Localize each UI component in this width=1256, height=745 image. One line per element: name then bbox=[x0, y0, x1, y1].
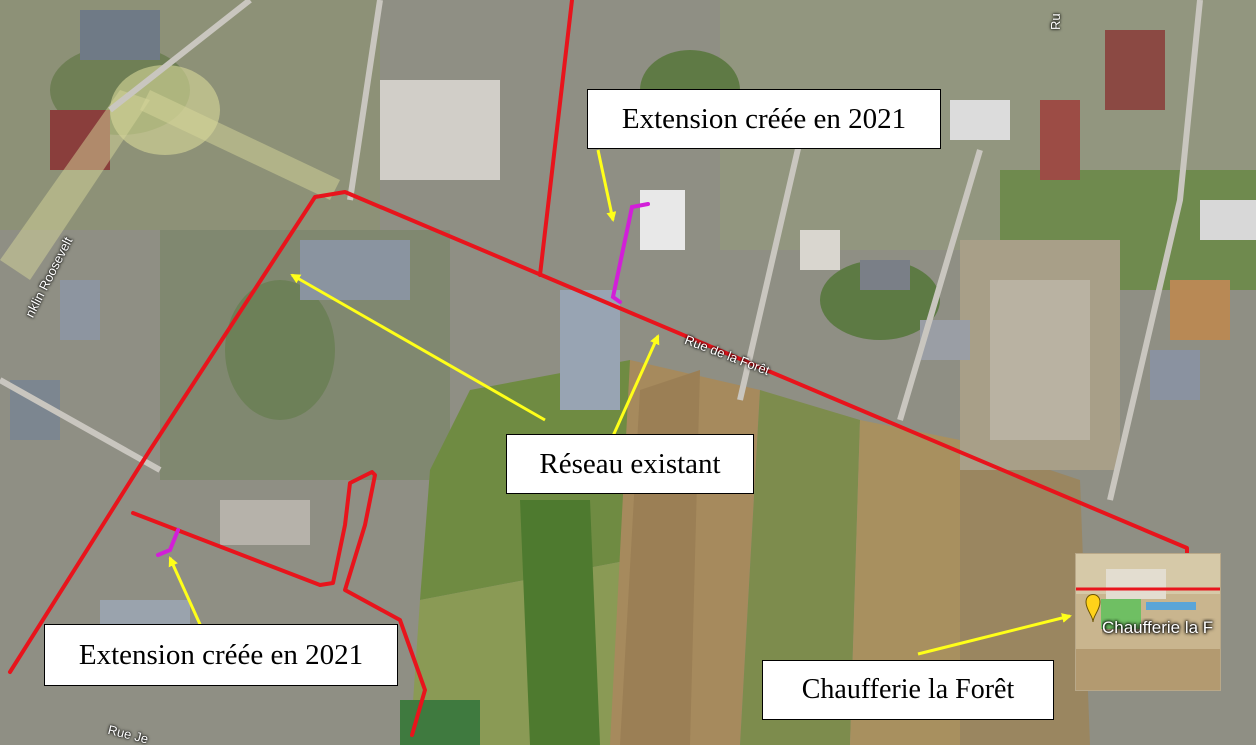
callout-extension-bottom: Extension créée en 2021 bbox=[44, 624, 398, 686]
extension-2021 bbox=[156, 202, 650, 557]
secondary-roads bbox=[0, 0, 1203, 501]
inset-map bbox=[1076, 554, 1220, 690]
callout-extension-top: Extension créée en 2021 bbox=[587, 89, 941, 149]
pointer-arrows bbox=[168, 149, 1072, 656]
buildings bbox=[10, 10, 1256, 745]
yellow-pin-icon[interactable] bbox=[1085, 594, 1101, 623]
inset-marker-label: Chaufferie la F bbox=[1102, 618, 1214, 637]
callout-chaufferie: Chaufferie la Forêt bbox=[762, 660, 1054, 720]
chaufferie-inset bbox=[1075, 553, 1221, 691]
street-label-ru: Ru bbox=[1048, 13, 1063, 30]
callout-existing-network: Réseau existant bbox=[506, 434, 754, 494]
